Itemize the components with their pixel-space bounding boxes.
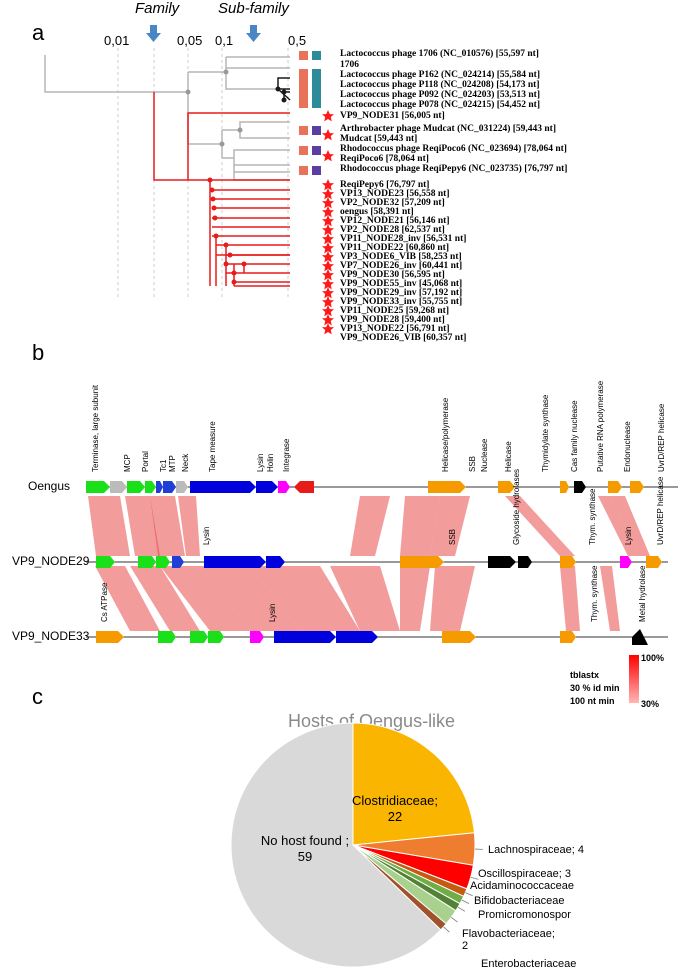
leaf-label: Arthrobacter phage Mudcat (NC_031224) [5… <box>340 124 557 134</box>
synteny-ribbons <box>88 496 650 631</box>
slice-label-no-host: No host found ; 59 <box>250 833 360 865</box>
scale-tick-005: 0,05 <box>177 33 203 48</box>
pie-slice-no-host-found <box>230 722 442 968</box>
leaf-label: VP7_NODE26_inv [60,441 nt] <box>340 261 463 271</box>
panel-a-label: a <box>32 20 45 45</box>
genome-name: Oengus <box>28 479 71 493</box>
leaf-label: VP13_NODE22 [56,791 nt] <box>340 324 450 334</box>
pie-leader-line <box>465 892 473 897</box>
red-nodes <box>207 177 247 285</box>
pie-leader-line <box>450 917 458 923</box>
leaf-label: VP9_NODE28 [59,400 nt] <box>340 315 445 325</box>
slice-label-promicromonospor: Promicromonospor <box>478 909 571 921</box>
slice-label-clostridiaceae: Clostridiaceae; 22 <box>350 793 440 825</box>
slice-label-acidaminococcaceae: Acidaminococcaceae <box>470 880 574 892</box>
slice-label-text: Flavobacteriaceae; 2 <box>462 928 555 952</box>
leaf-label: VP2_NODE28 [62,537 nt] <box>340 225 445 235</box>
leaf-label: VP9_NODE55_inv [45,068 nt] <box>340 279 463 289</box>
slice-label-oscillospiraceae: Oscillospiraceae; 3 <box>478 868 571 880</box>
slice-label-lachnospiraceae: Lachnospiraceae; 4 <box>488 844 585 856</box>
slice-label-bifidobacteriaceae: Bifidobacteriaceae <box>474 895 565 907</box>
leaf-label: VP9_NODE31 [56,005 nt] <box>340 111 445 121</box>
leaf-label: VP11_NODE25 [59,268 nt] <box>340 306 449 316</box>
slice-label-flavobacteriaceae: Flavobacteriaceae; 2 <box>462 928 555 952</box>
panel-c-label: c <box>32 684 43 709</box>
legend-id-min: 30 % id min <box>570 683 620 693</box>
leaf-label: ReqiPoco6 [78,064 nt] <box>340 154 429 164</box>
identity-legend-bar <box>629 655 639 703</box>
leaf-label: Lactococcus phage 1706 (NC_010576) [55,5… <box>340 49 539 59</box>
pie-leader-line <box>470 876 479 880</box>
leaf-label: VP9_NODE33_inv [55,755 nt] <box>340 297 463 307</box>
leaf-label: VP11_NODE22 [60,860 nt] <box>340 243 449 253</box>
grey-nodes <box>185 69 243 147</box>
leaf-label: Rhodococcus phage ReqiPepy6 (NC_023735) … <box>340 164 568 174</box>
leaf-label: VP13_NODE23 [56,558 nt] <box>340 189 450 199</box>
legend-method: tblastx <box>570 670 600 680</box>
legend-max: 100% <box>641 653 665 663</box>
pie-leader-line <box>443 926 450 933</box>
scale-tick-05: 0,5 <box>288 33 307 48</box>
leaf-label: VP2_NODE32 [57,209 nt] <box>340 198 445 208</box>
leaf-label: VP12_NODE21 [56,146 nt] <box>340 216 450 226</box>
family-arrow-icon <box>146 25 161 42</box>
slice-label-text: Clostridiaceae; 22 <box>352 793 438 824</box>
legend-nt-min: 100 nt min <box>570 696 615 706</box>
family-header: Family <box>135 0 180 17</box>
scale-tick-001: 0,01 <box>104 33 130 48</box>
subfamily-header: Sub-family <box>218 0 289 17</box>
leaf-label: 1706 <box>340 60 359 70</box>
pie-slice-clostridiaceae <box>352 722 475 846</box>
scale-tick-01: 0,1 <box>215 33 234 48</box>
legend-min: 30% <box>641 699 660 709</box>
leaf-label: Rhodococcus phage ReqiPoco6 (NC_023694) … <box>340 144 567 154</box>
leaf-label: VP9_NODE29_inv [57,192 nt] <box>340 288 463 298</box>
subfamily-arrow-icon <box>246 25 261 42</box>
leaf-label: Lactococcus phage P118 (NC_024208) [54,1… <box>340 80 540 90</box>
leaf-label: VP9_NODE30 [56,595 nt] <box>340 270 445 280</box>
oengus-genes <box>86 481 644 493</box>
node29-genes <box>96 556 662 568</box>
leaf-label: VP3_NODE6_VIB [58,253 nt] <box>340 252 462 262</box>
leaf-label: oengus [58,391 nt] <box>340 207 414 217</box>
leaf-label: VP11_NODE28_inv [56,531 nt] <box>340 234 467 244</box>
slice-label-text: No host found ; 59 <box>260 833 350 864</box>
genome-name: VP9_NODE33 <box>12 629 90 643</box>
grey-branches <box>44 55 290 181</box>
genome-name: VP9_NODE29 <box>12 554 90 568</box>
leaf-label: VP9_NODE26_VIB [60,357 nt] <box>340 333 467 343</box>
slice-label-enterobacteriaceae: Enterobacteriaceae <box>481 958 577 970</box>
leaf-label: Lactococcus phage P162 (NC_024214) [55,5… <box>340 70 541 80</box>
leaf-label: Lactococcus phage P092 (NC_024203) [53,5… <box>340 90 541 100</box>
clade-boxes <box>299 51 321 175</box>
panel-b-label: b <box>32 340 45 365</box>
node33-genes <box>96 629 648 645</box>
leaf-label: Lactococcus phage P078 (NC_024215) [54,4… <box>340 100 541 110</box>
leaf-label: ReqiPepy6 [76,797 nt] <box>340 180 430 190</box>
pie-leader-line <box>457 906 466 912</box>
leaf-label: Mudcat [59,443 nt] <box>340 134 418 144</box>
pie-leader-line <box>461 899 470 904</box>
black-nodes <box>275 86 287 103</box>
